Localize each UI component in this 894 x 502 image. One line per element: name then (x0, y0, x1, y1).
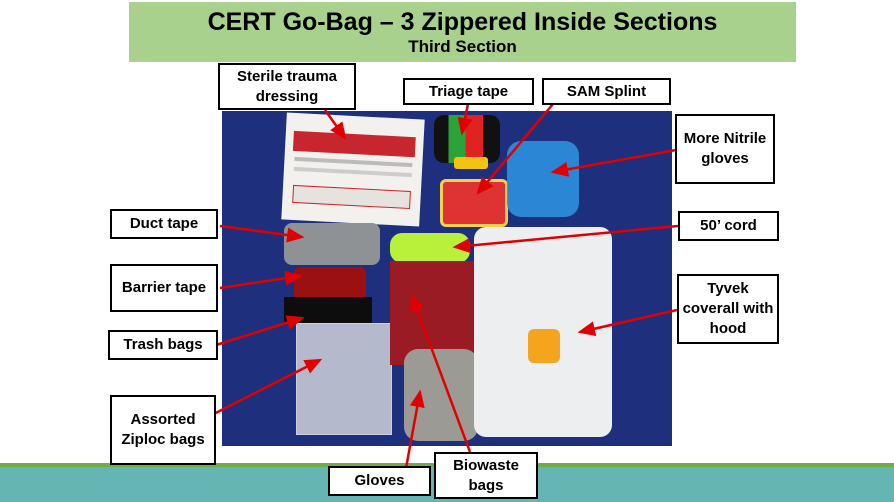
label-triage-tape: Triage tape (403, 78, 534, 105)
page-title: CERT Go-Bag – 3 Zippered Inside Sections (207, 8, 718, 36)
label-gloves: Gloves (328, 466, 431, 496)
label-tyvek-coverall: Tyvek coverall with hood (677, 274, 779, 344)
label-cord: 50’ cord (678, 211, 779, 241)
page-subtitle: Third Section (408, 37, 517, 56)
label-duct-tape: Duct tape (110, 209, 218, 239)
trauma-dressing-item (281, 112, 425, 227)
barrier-tape-item (294, 267, 366, 301)
label-sterile-dressing: Sterile trauma dressing (218, 63, 356, 110)
label-sam-splint: SAM Splint (542, 78, 671, 105)
triage-tape-yellow-item (454, 157, 488, 169)
nitrile-gloves-item (507, 141, 579, 217)
sam-splint-item (440, 179, 508, 227)
ziploc-bags-item (296, 323, 392, 435)
triage-tape-item (434, 115, 500, 163)
trash-bags-item (284, 297, 372, 323)
label-nitrile-gloves: More Nitrile gloves (675, 114, 775, 184)
label-barrier-tape: Barrier tape (110, 264, 218, 312)
tyvek-badge-item (528, 329, 560, 363)
label-ziploc-bags: Assorted Ziploc bags (110, 395, 216, 465)
duct-tape-item (284, 223, 380, 265)
label-trash-bags: Trash bags (108, 330, 218, 360)
cord-item (390, 233, 470, 263)
label-biowaste-bags: Biowaste bags (434, 452, 538, 499)
title-banner: CERT Go-Bag – 3 Zippered Inside Sections… (129, 2, 796, 62)
gear-photo (222, 111, 672, 446)
work-gloves-item (404, 349, 478, 441)
